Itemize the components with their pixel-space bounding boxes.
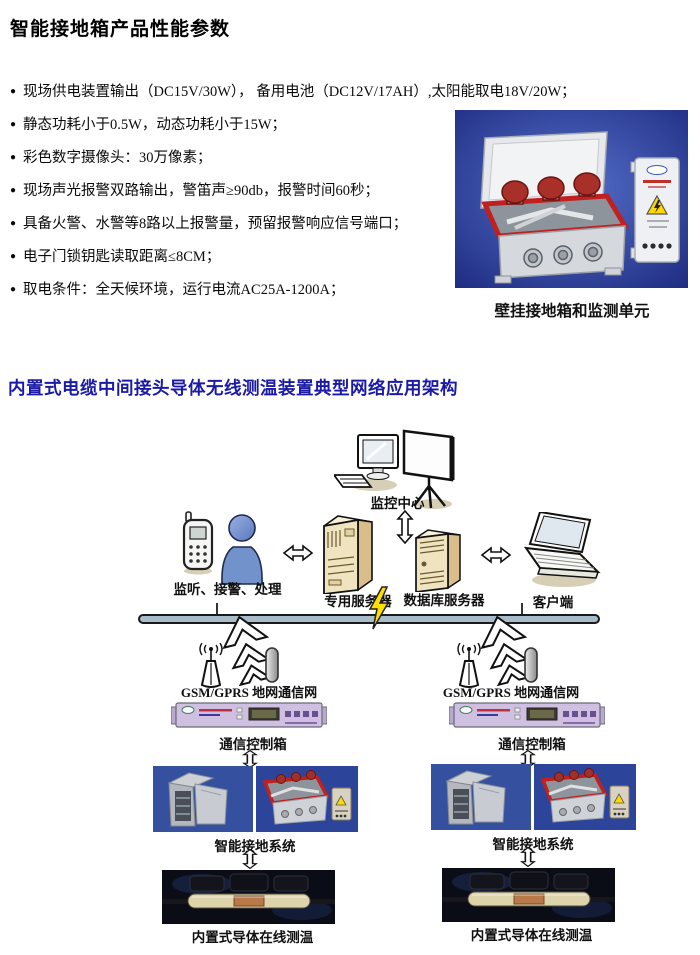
- label-comm-controller: 通信控制箱: [498, 737, 566, 752]
- network-bus: [138, 614, 600, 624]
- double-arrow-horizontal-icon: [282, 544, 314, 567]
- spec-item: ● 电子门锁钥匙读取距离≤8CM；: [10, 245, 660, 265]
- spec-item: ● 现场声光报警双路输出，警笛声≥90db，报警时间60秒；: [10, 179, 660, 199]
- bullet-icon: ●: [10, 218, 17, 229]
- label-monitoring-center: 监控中心: [370, 496, 425, 511]
- bullet-icon: ●: [10, 251, 17, 262]
- page-title: 智能接地箱产品性能参数: [10, 19, 231, 40]
- label-db-server: 数据库服务器: [403, 593, 485, 608]
- bullet-icon: ●: [10, 185, 17, 196]
- double-arrow-vertical-icon: [396, 509, 414, 549]
- spec-text: 静态功耗小于0.5W，动态功耗小于15W；: [23, 117, 287, 133]
- spec-text: 现场供电装置输出（DC15V/30W）， 备用电池（DC12V/17AH）,太阳…: [23, 84, 576, 100]
- grounding-box-photo: [455, 110, 688, 288]
- cable-joint-photo: [162, 870, 335, 929]
- label-grounding-system: 智能接地系统: [492, 837, 574, 852]
- spec-text: 现场声光报警双路输出，警笛声≥90db，报警时间60秒；: [23, 183, 380, 199]
- spec-item: ● 彩色数字摄像头：30万像素；: [10, 146, 660, 166]
- mobile-phone-icon: [181, 511, 215, 580]
- bullet-icon: ●: [10, 284, 17, 295]
- zigzag-link-arrow-icon: [478, 614, 534, 695]
- spec-text: 彩色数字摄像头：30万像素；: [23, 150, 212, 166]
- double-arrow-vertical-icon: [520, 846, 536, 872]
- figure-caption: 壁挂接地箱和监测单元: [494, 303, 650, 320]
- laptop-icon: [518, 510, 604, 595]
- label-comm-controller: 通信控制箱: [219, 737, 287, 752]
- monitoring-unit: [630, 157, 680, 263]
- label-cable-temp: 内置式导体在线测温: [470, 928, 593, 943]
- network-heading: 内置式电缆中间接头导体无线测温装置典型网络应用架构: [8, 378, 458, 398]
- label-gsm-network: GSM/GPRS 地网通信网: [180, 685, 318, 700]
- signal-stick-icon: [265, 647, 279, 688]
- bullet-icon: ●: [10, 86, 17, 97]
- grounding-system-photo: [153, 766, 358, 837]
- label-client: 客户端: [532, 595, 574, 610]
- label-gsm-network: GSM/GPRS 地网通信网: [442, 685, 580, 700]
- spec-item: ● 静态功耗小于0.5W，动态功耗小于15W；: [10, 113, 660, 133]
- grounding-system-photo: [431, 764, 636, 835]
- bus-tap: [216, 603, 218, 614]
- signal-stick-icon: [524, 647, 538, 688]
- spec-list: ● 现场供电装置输出（DC15V/30W）， 备用电池（DC12V/17AH）,太…: [10, 80, 660, 311]
- operator-person-icon: [218, 512, 266, 591]
- spec-item: ● 取电条件：全天候环境，运行电流AC25A-1200A；: [10, 278, 660, 298]
- spec-text: 取电条件：全天候环境，运行电流AC25A-1200A；: [23, 282, 345, 298]
- app-server-icon: [314, 504, 378, 599]
- lightning-bolt-icon: [367, 586, 391, 635]
- label-cable-temp: 内置式导体在线测温: [191, 930, 314, 945]
- cable-joint-photo: [442, 868, 615, 927]
- double-arrow-horizontal-icon: [480, 546, 512, 569]
- comm-controller-device: [448, 700, 606, 735]
- label-dispatch: 监听、接警、处理: [173, 582, 282, 597]
- antenna-icon: [194, 642, 228, 694]
- label-grounding-system: 智能接地系统: [214, 839, 296, 854]
- desktop-computer-icon: [332, 434, 400, 497]
- spec-text: 电子门锁钥匙读取距离≤8CM；: [23, 249, 221, 265]
- double-arrow-vertical-icon: [242, 848, 258, 874]
- antenna-icon: [452, 642, 486, 694]
- bullet-icon: ●: [10, 119, 17, 130]
- db-server-icon: [408, 522, 466, 597]
- spec-item: ● 现场供电装置输出（DC15V/30W）， 备用电池（DC12V/17AH）,太…: [10, 80, 660, 100]
- bus-tap: [521, 603, 523, 614]
- spec-item: ● 具备火警、水警等8路以上报警量，预留报警响应信号端口；: [10, 212, 660, 232]
- spec-text: 具备火警、水警等8路以上报警量，预留报警响应信号端口；: [23, 216, 408, 232]
- projection-screen-icon: [400, 428, 458, 515]
- comm-controller-device: [170, 700, 328, 735]
- bullet-icon: ●: [10, 152, 17, 163]
